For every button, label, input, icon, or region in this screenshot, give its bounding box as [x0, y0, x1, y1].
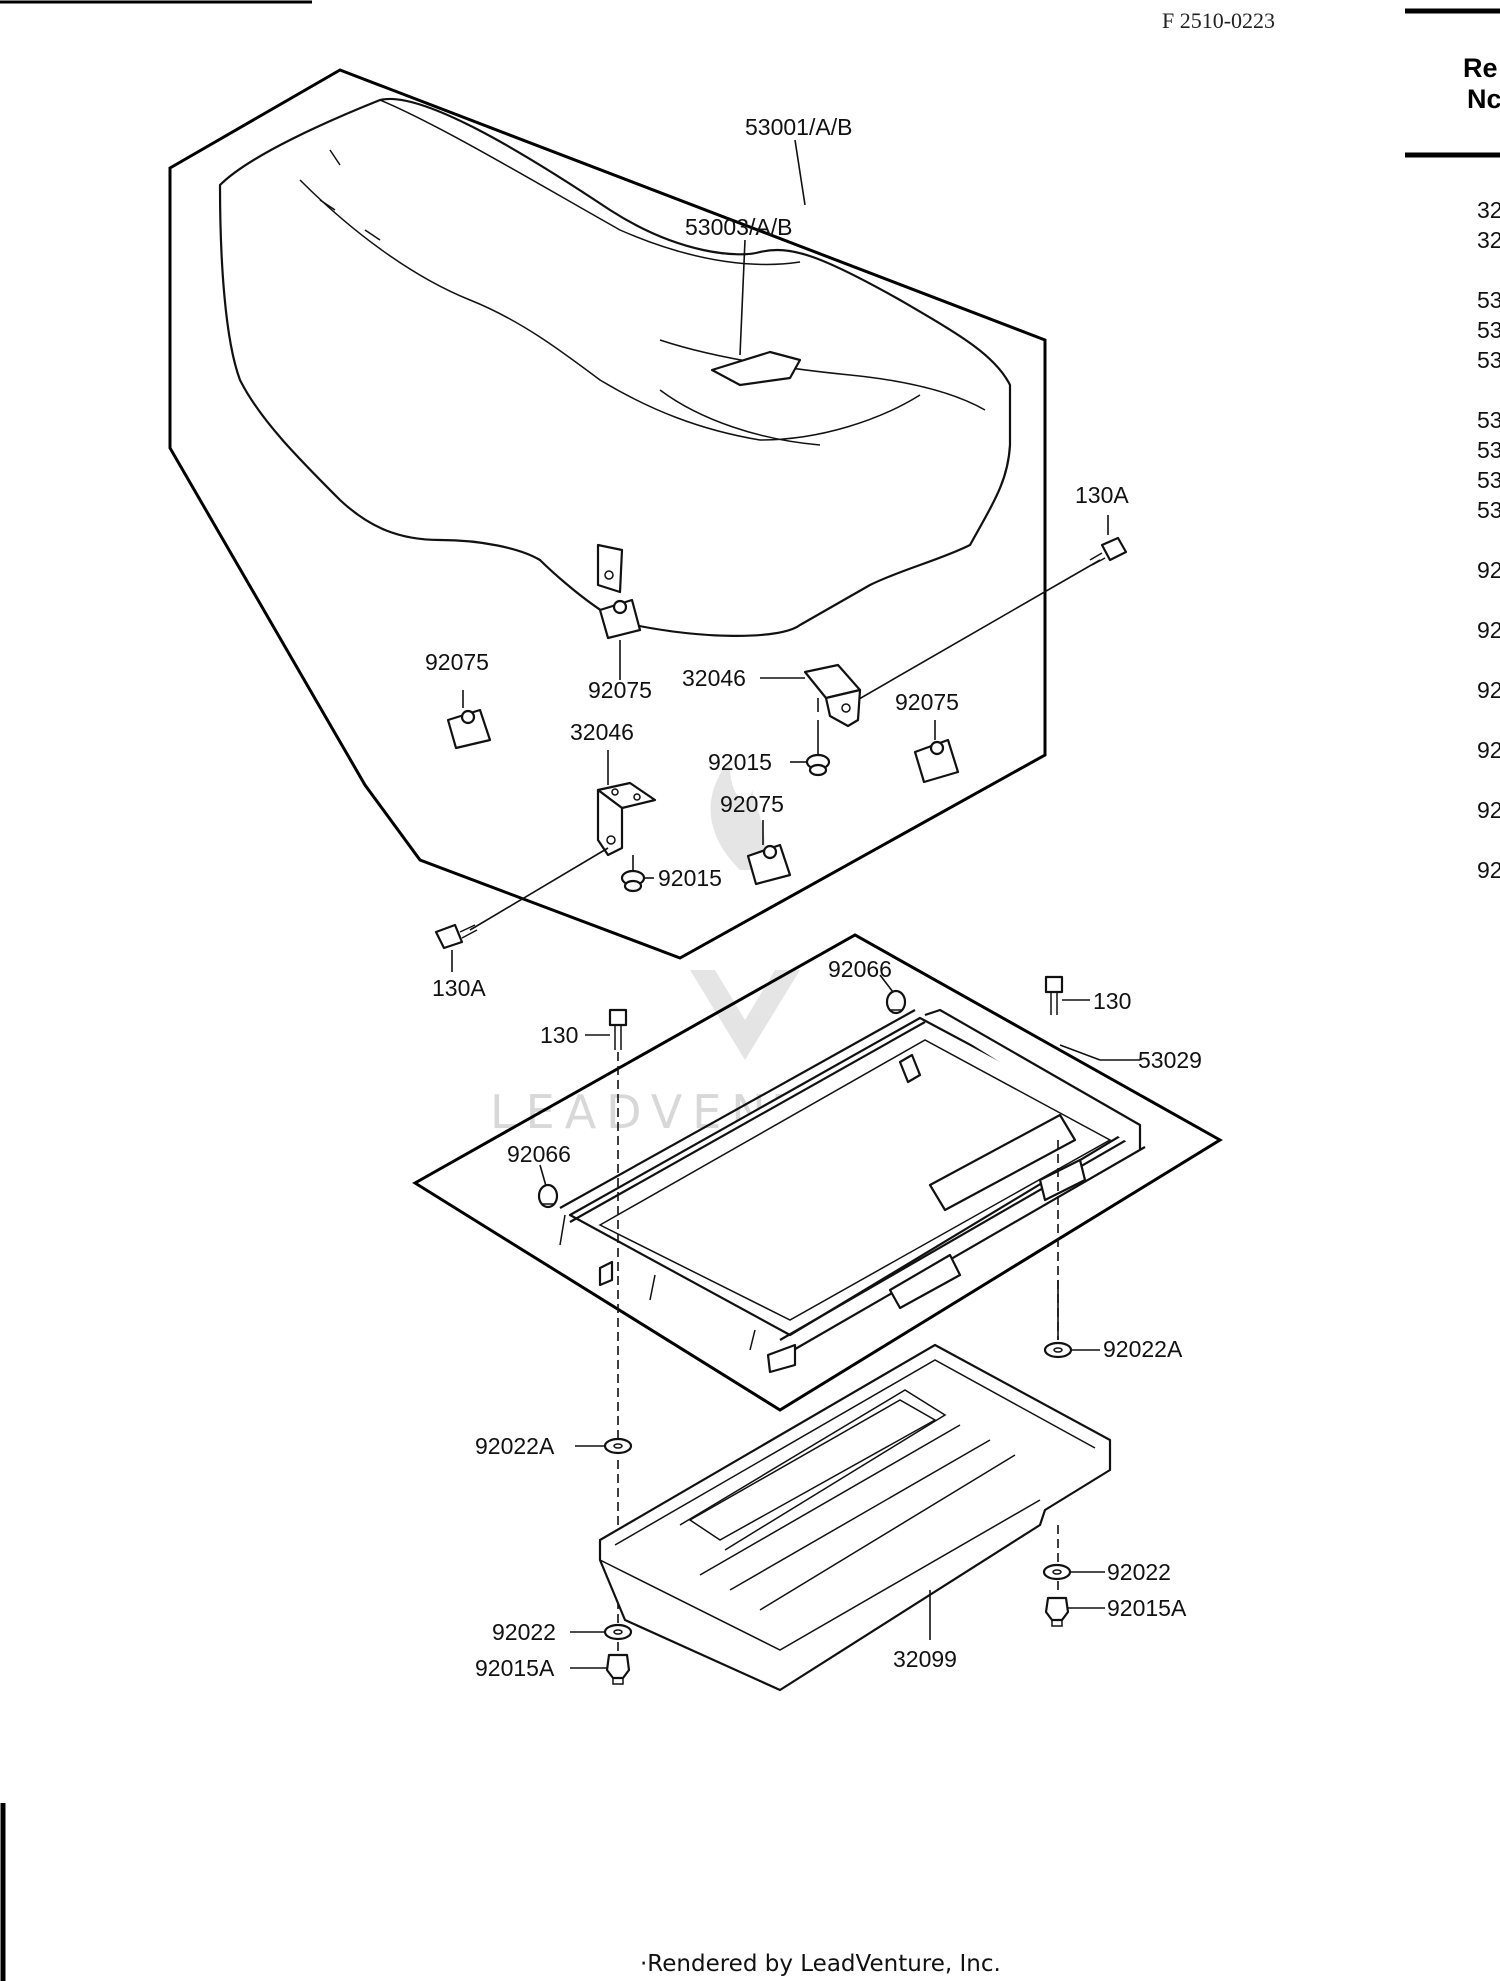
- washer-92022-left: [603, 1623, 633, 1641]
- ref-header-line1: Re: [1463, 53, 1498, 83]
- ref-number: 92: [1477, 557, 1500, 583]
- label-92022-left: 92022: [492, 1619, 556, 1645]
- label-92015-upper: 92015: [708, 749, 772, 775]
- label-92066-left: 92066: [507, 1141, 571, 1167]
- label-seat-strap: 53003/A/B: [685, 214, 792, 240]
- seat-tab-front: [596, 543, 624, 594]
- nut-92015a-left: [605, 1653, 631, 1685]
- ref-number: 92: [1477, 857, 1500, 883]
- label-92022-right: 92022: [1107, 1559, 1171, 1585]
- label-92015-lower: 92015: [658, 865, 722, 891]
- rack-drawing: [559, 1008, 1146, 1374]
- leader-seat-strap: [739, 239, 746, 356]
- damper-92075: [913, 738, 960, 784]
- footer-credit: ·Rendered by LeadVenture, Inc.: [640, 1951, 1001, 1977]
- ref-number: 53: [1477, 467, 1500, 493]
- label-92075: 92075: [588, 677, 652, 703]
- leader-130a-left: [469, 847, 609, 931]
- washer-92022a-left: [603, 1437, 633, 1455]
- label-92075: 92075: [720, 791, 784, 817]
- label-92015a-left: 92015A: [475, 1655, 555, 1681]
- label-seat: 53001/A/B: [745, 114, 852, 140]
- seat-assembly-box: [168, 68, 1047, 960]
- label-130-left: 130: [540, 1022, 578, 1048]
- ref-number: 53: [1477, 347, 1500, 373]
- ref-number: 92: [1477, 797, 1500, 823]
- label-130a-left: 130A: [432, 975, 486, 1001]
- nut-92015-lower: [620, 869, 646, 893]
- label-53029: 53029: [1138, 1047, 1202, 1073]
- damper-92075: [746, 843, 792, 886]
- ref-number: 53: [1477, 497, 1500, 523]
- washer-92022-right: [1042, 1563, 1072, 1581]
- label-32046-lower: 32046: [570, 719, 634, 745]
- bolt-130a-right: [1089, 536, 1128, 566]
- nut-92015-upper: [805, 753, 831, 777]
- nut-92015a-right: [1044, 1596, 1070, 1627]
- ref-number: 92: [1477, 737, 1500, 763]
- bolt-130a-left: [434, 923, 478, 950]
- leader-seat: [794, 139, 806, 206]
- grommet-92066-top: [885, 989, 907, 1015]
- washer-92022a-right: [1043, 1341, 1073, 1359]
- watermark-flame-icon: [710, 760, 766, 870]
- ref-number: 53: [1477, 287, 1500, 313]
- ref-header-line2: Nc: [1467, 84, 1500, 114]
- tray-drawing: [598, 1343, 1112, 1692]
- ref-number: 32: [1477, 197, 1500, 223]
- reference-number-column: Re Nc 32 32 53 53 53 53 53 53 53 92 92 9…: [1405, 8, 1500, 883]
- label-92022a-right: 92022A: [1103, 1336, 1183, 1362]
- bolt-130-left: [608, 1008, 628, 1050]
- seat-strap: [710, 350, 802, 387]
- document-code: F 2510-0223: [1162, 8, 1275, 33]
- ref-number: 53: [1477, 317, 1500, 343]
- label-32099: 32099: [893, 1646, 957, 1672]
- ref-number: 32: [1477, 227, 1500, 253]
- watermark-v-icon: [690, 970, 800, 1060]
- ref-number: 92: [1477, 677, 1500, 703]
- label-130-right: 130: [1093, 988, 1131, 1014]
- seat-drawing: [218, 97, 1012, 637]
- label-92075: 92075: [895, 689, 959, 715]
- bracket-32046-lower: [596, 781, 657, 857]
- grommet-92066-left: [537, 1183, 559, 1209]
- ref-number: 53: [1477, 407, 1500, 433]
- bolt-130-right: [1044, 975, 1064, 1015]
- ref-number: 53: [1477, 437, 1500, 463]
- damper-92075: [598, 598, 642, 640]
- rack-assembly-box: [412, 933, 1223, 1412]
- label-92075: 92075: [425, 649, 489, 675]
- label-92015a-right: 92015A: [1107, 1595, 1187, 1621]
- label-92022a-left: 92022A: [475, 1433, 555, 1459]
- label-130a-right: 130A: [1075, 482, 1129, 508]
- ref-number: 92: [1477, 617, 1500, 643]
- damper-92075: [446, 708, 492, 750]
- bracket-32046-upper: [803, 663, 862, 728]
- leader-130a-right: [839, 559, 1101, 711]
- label-92066-top: 92066: [828, 956, 892, 982]
- label-32046-upper: 32046: [682, 665, 746, 691]
